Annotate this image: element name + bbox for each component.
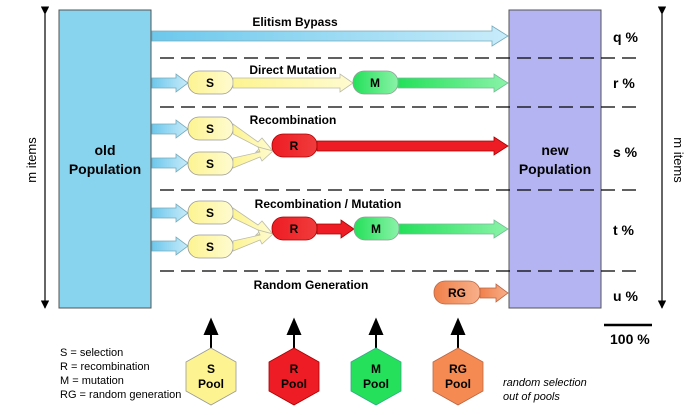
rm-merge-arrow-1 <box>232 207 273 236</box>
s-pool: S Pool <box>185 347 237 406</box>
rc-s-label-2: S <box>206 157 214 171</box>
percent-t: t % <box>613 222 635 238</box>
rg-label: RG <box>448 286 466 300</box>
rc-arrow-in-1 <box>151 119 189 139</box>
legend-selection: S = selection <box>60 347 123 359</box>
rg-to-new-arrow <box>479 283 509 303</box>
rg-pool-name: RG <box>449 362 467 376</box>
rc-s-label-1: S <box>206 122 214 136</box>
legend-recombination: R = recombination <box>60 361 150 373</box>
m-items-left-label: m items <box>24 137 39 183</box>
pool-note-line-2: out of pools <box>503 391 560 403</box>
row-label-direct-mutation: Direct Mutation <box>249 63 336 77</box>
m-pool-sub: Pool <box>363 377 389 391</box>
rm-s-label-2: S <box>206 240 214 254</box>
m-pool: M Pool <box>350 347 402 406</box>
r-pool-name: R <box>290 362 299 376</box>
dm-m-label: M <box>370 76 380 90</box>
elitism-arrow <box>151 25 509 47</box>
rm-merge-arrow-2 <box>232 229 274 252</box>
percent-total: 100 % <box>610 331 650 347</box>
new-population-box <box>508 9 602 309</box>
rm-r-to-m-arrow <box>316 219 355 239</box>
rm-m-label: M <box>371 222 381 236</box>
old-population-label-2: Population <box>69 161 141 177</box>
rm-r-label: R <box>290 222 299 236</box>
rm-arrow-in-1 <box>151 203 189 223</box>
row-label-recombination: Recombination <box>250 113 337 127</box>
legend-random-generation: RG = random generation <box>60 389 181 401</box>
r-pool-sub: Pool <box>281 377 307 391</box>
old-population-label-1: old <box>95 142 116 158</box>
dm-s-label: S <box>206 76 214 90</box>
rm-arrow-in-2 <box>151 236 189 256</box>
rc-r-to-new-arrow <box>316 136 509 156</box>
row-separators <box>160 57 643 272</box>
dm-m-to-new-arrow <box>397 73 509 93</box>
percent-u: u % <box>613 288 638 304</box>
r-pool: R Pool <box>268 347 320 406</box>
m-pool-name: M <box>371 362 381 376</box>
rc-arrow-in-2 <box>151 153 189 173</box>
percent-r: r % <box>613 75 635 91</box>
pool-arrows <box>203 317 466 348</box>
rm-s-label-1: S <box>206 206 214 220</box>
pool-note-line-1: random selection <box>503 377 587 389</box>
row-label-random-generation: Random Generation <box>254 278 369 292</box>
legend-mutation: M = mutation <box>60 375 124 387</box>
new-population-label-1: new <box>541 142 568 158</box>
rm-m-to-new-arrow <box>398 219 509 239</box>
rg-pool: RG Pool <box>432 347 484 406</box>
m-items-left-dimension: m items <box>24 6 50 309</box>
rc-r-label: R <box>290 139 299 153</box>
row-label-recombination-mutation: Recombination / Mutation <box>255 197 402 211</box>
m-items-right-dimension: m items <box>657 6 686 309</box>
row-label-elitism: Elitism Bypass <box>252 15 338 29</box>
old-population-box <box>58 9 152 309</box>
s-pool-name: S <box>207 362 215 376</box>
rg-pool-sub: Pool <box>445 377 471 391</box>
new-population-label-2: Population <box>519 161 591 177</box>
percent-s: s % <box>613 144 638 160</box>
dm-s-to-m-arrow <box>232 73 354 93</box>
m-items-right-label: m items <box>671 137 686 183</box>
s-pool-sub: Pool <box>198 377 224 391</box>
rc-merge-arrow-1 <box>232 123 273 153</box>
rc-merge-arrow-2 <box>232 146 274 169</box>
legend: S = selection R = recombination M = muta… <box>60 347 181 401</box>
dm-arrow-in <box>151 73 189 93</box>
percent-q: q % <box>613 29 638 45</box>
